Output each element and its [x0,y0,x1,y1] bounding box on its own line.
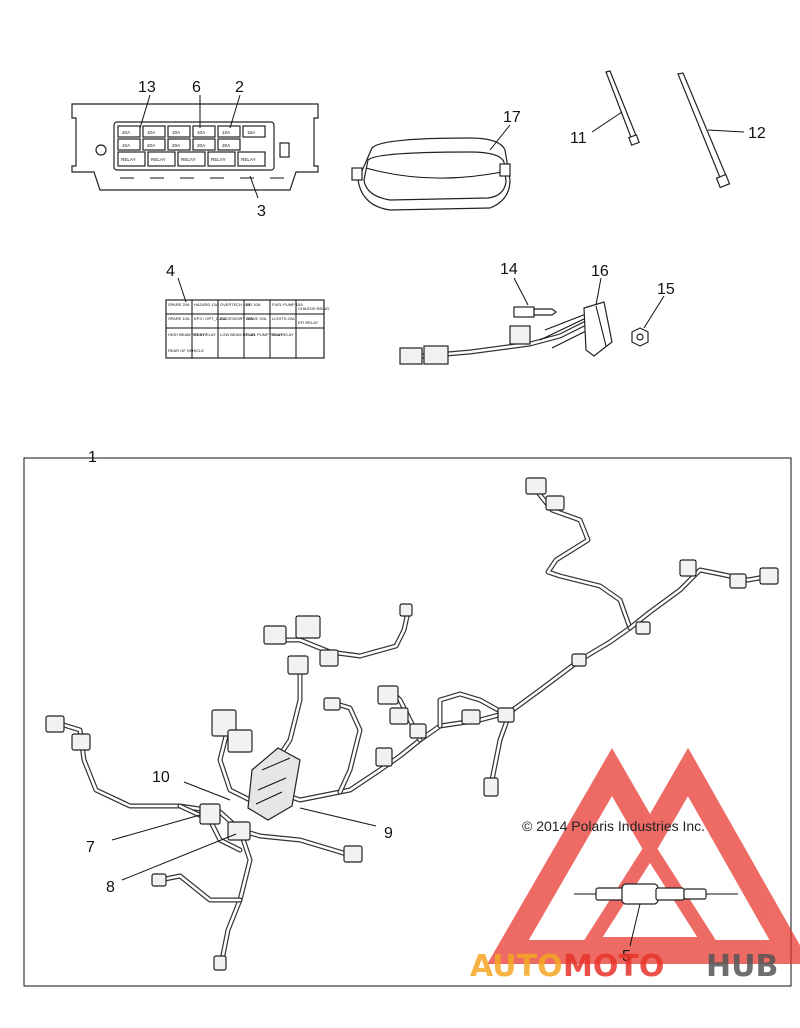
callout-15: 15 [657,281,675,298]
fuse-decal: SPARE 20A HAZARD 10A OVERTECH 10A EFI 10… [165,299,330,359]
main-wire-harness [45,477,779,971]
nut [631,327,649,347]
callout-16: 16 [591,263,609,280]
decal-footnote: REAR OF VEHICLE [168,348,204,353]
callout-6: 6 [192,79,201,96]
fuse-label: 10A [122,143,131,148]
fuse-label: 20A [172,143,181,148]
fuse-label: 20A [122,130,131,135]
callout-2: 2 [235,79,244,96]
copyright-text: © 2014 Polaris Industries Inc. [522,818,705,834]
fuse-box: 20A 10A 10A 10A 10A 15A 10A 20A 20A 20A … [71,103,319,191]
decal-cell: LOW BEAM RELAY [220,332,256,337]
callout-11: 11 [570,130,587,147]
decal-cell: FAN RELAY [272,332,294,337]
decal-cell: EFI RELAY [298,320,318,325]
decal-cell: ACCESSORY 20A [220,316,254,321]
decal-cell: HAZARD 10A [194,302,219,307]
callout-3: 3 [257,203,266,220]
callout-13: 13 [138,79,156,96]
decal-cell: FUEL PUMP RELAY [246,332,283,337]
inline-fuse-holder [574,883,738,905]
watermark-moto: MOTO [563,949,664,984]
decal-cell: HIGH BEAM RELAY [168,332,205,337]
relay-label: RELAY [241,157,256,162]
bolt [513,306,557,318]
cable-tie-small [605,70,640,146]
fuse-label: 20A [147,143,156,148]
decal-cell: LIGHTS 20A [272,316,295,321]
decal-cell: EFI 10A [246,302,261,307]
callout-1: 1 [88,449,97,466]
relay-label: RELAY [181,157,196,162]
fuse-row-top: 20A 10A 10A 10A 10A 15A [117,125,266,138]
relay-label: RELAY [121,157,136,162]
callout-5: 5 [622,948,631,965]
callout-12: 12 [748,125,766,142]
fuse-label: 10A [197,130,206,135]
decal-cell: CHASSIS RELAY [298,306,330,311]
fuse-label: 20A [197,143,206,148]
relay-connector-assembly [399,301,613,365]
decal-cell: FUEL PUMP 15A [272,302,303,307]
callout-17: 17 [503,109,521,126]
fuse-label: 20A [222,143,231,148]
fuse-label: 15A [247,130,256,135]
decal-cell: DRIVE 20A [246,316,267,321]
fuse-label: 10A [222,130,231,135]
automotohub-watermark [487,747,800,964]
fuse-box-cover [351,137,511,211]
watermark-hub: HUB [706,949,778,984]
callout-4: 4 [166,263,175,280]
decal-cell: EPS / OPT_1 20A [194,316,227,321]
callout-10: 10 [152,769,170,786]
callout-8: 8 [106,879,115,896]
decal-cell: SPARE 20A [168,302,190,307]
harness-frame [23,457,792,987]
callout-9: 9 [384,825,393,842]
fuse-label: 10A [172,130,181,135]
decal-cell: SPARE 10A [168,316,190,321]
decal-cell: EPS RELAY [194,332,216,337]
relay-label: RELAY [211,157,226,162]
callout-14: 14 [500,261,518,278]
fuse-label: 10A [147,130,156,135]
decal-cell: OVERTECH 10A [220,302,251,307]
watermark-wordmark: AUTO MOTO HUB [470,949,778,984]
relay-label: RELAY [151,157,166,162]
relay-row: RELAY RELAY RELAY RELAY RELAY [117,151,266,167]
fuse-row-mid: 10A 20A 20A 20A 20A [117,138,241,151]
cable-tie-large [677,72,731,189]
watermark-auto: AUTO [470,949,563,984]
callout-7: 7 [86,839,95,856]
